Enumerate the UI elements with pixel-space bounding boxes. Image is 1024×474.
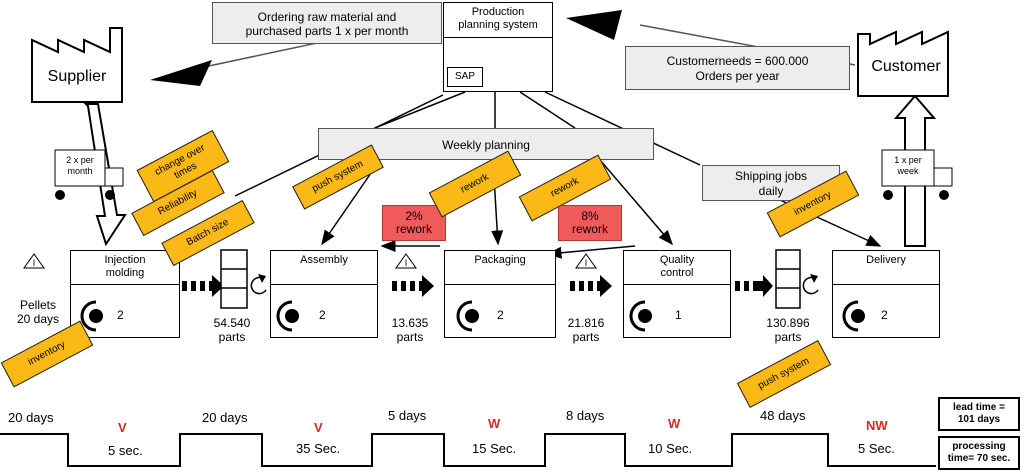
timeline-line — [0, 433, 936, 467]
process-delivery: Delivery 2 — [832, 250, 940, 338]
rework-badge: 2%rework — [382, 205, 446, 241]
operator-count: 2 — [117, 308, 124, 322]
customer-truck-icon — [881, 149, 953, 200]
supermarket-icon — [775, 249, 819, 309]
process-packaging: Packaging 2 — [444, 250, 556, 338]
timeline-processing-time: 5 sec. — [108, 443, 143, 458]
timeline-waiting-time: 5 days — [388, 408, 427, 423]
operator-count: 2 — [881, 308, 888, 322]
supplier-truck-icon — [54, 149, 124, 200]
timeline-value-type: NW — [866, 418, 888, 433]
supplier-label: Supplier — [47, 68, 107, 85]
timeline-waiting-time: 48 days — [760, 408, 806, 423]
svg-text:I: I — [405, 258, 408, 268]
svg-text:I: I — [33, 258, 36, 268]
customer-needs-box: Customerneeds = 600.000 Orders per year — [625, 46, 850, 90]
timeline-value-type: W — [668, 416, 681, 431]
customer-factory-icon — [857, 30, 949, 97]
inventory-triangle-icon: I — [575, 253, 597, 269]
processing-time-box: processing time= 70 sec. — [938, 436, 1020, 470]
timeline-processing-time: 5 Sec. — [858, 441, 895, 456]
timeline-processing-time: 10 Sec. — [648, 441, 693, 456]
lead-time-box: lead time = 101 days — [938, 397, 1020, 431]
supplier-truck-label: 2 x per month — [66, 155, 94, 176]
operator-count: 1 — [675, 308, 682, 322]
timeline-waiting-time: 8 days — [566, 408, 605, 423]
operator-count: 2 — [497, 308, 504, 322]
customer-label: Customer — [871, 58, 941, 75]
process-assembly: Assembly 2 — [270, 250, 378, 338]
timeline-waiting-time: 20 days — [202, 410, 248, 425]
push-arrow-icon — [392, 275, 434, 297]
production-planning-system-box: Production planning system SAP — [443, 2, 553, 92]
svg-text:I: I — [585, 258, 588, 268]
sap-label: SAP — [447, 67, 483, 87]
timeline-value-type: V — [314, 420, 323, 435]
push-arrow-icon — [735, 275, 773, 297]
supermarket-icon — [220, 249, 267, 309]
supplier-factory-icon — [31, 27, 123, 103]
customer-truck-label: 1 x per week — [894, 155, 922, 176]
rework-badge: 8%rework — [558, 205, 622, 241]
pellets-label: Pellets 20 days — [16, 298, 60, 326]
push-arrow-icon — [182, 275, 224, 297]
push-arrow-icon — [570, 275, 612, 297]
timeline-processing-time: 35 Sec. — [296, 441, 341, 456]
inventory-triangle-icon: I — [23, 253, 45, 269]
inventory-triangle-icon: I — [395, 253, 417, 269]
ordering-info-box: Ordering raw material and purchased part… — [212, 2, 442, 44]
operator-count: 2 — [319, 308, 326, 322]
timeline-value-type: V — [118, 420, 127, 435]
timeline-processing-time: 15 Sec. — [472, 441, 517, 456]
timeline-waiting-time: 20 days — [8, 410, 54, 425]
timeline-value-type: W — [488, 416, 501, 431]
